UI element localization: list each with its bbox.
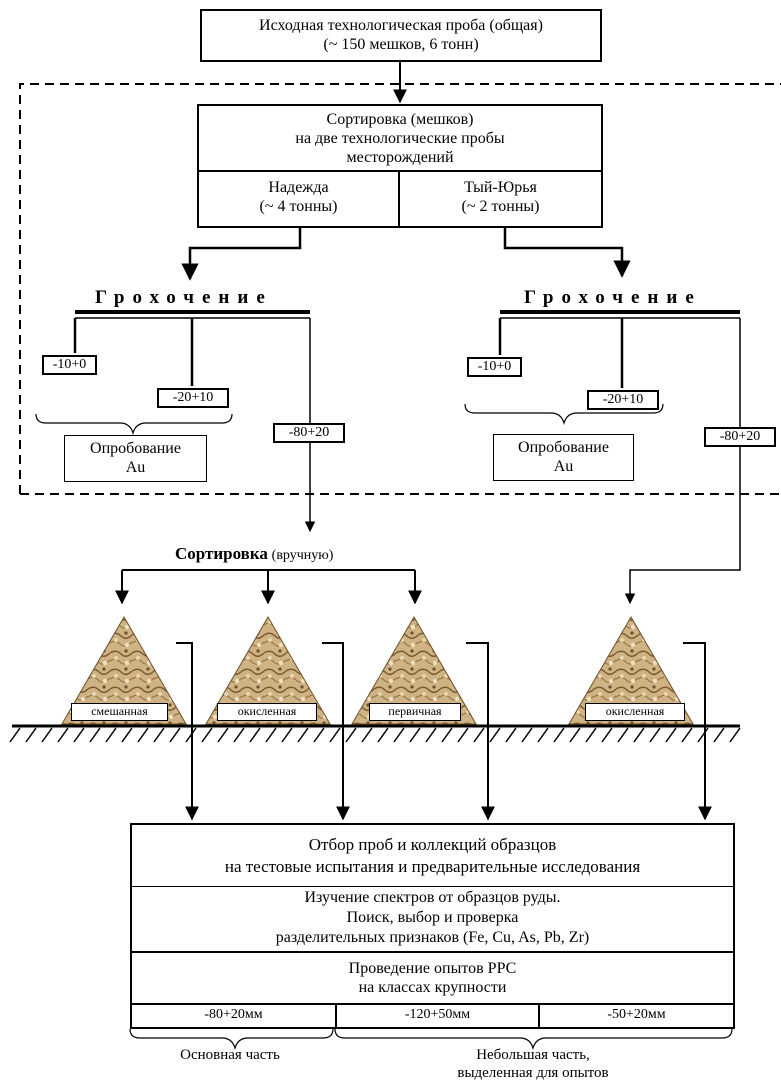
sorting-line3: месторождений [346, 149, 454, 166]
screening-heading-right: Грохочение [524, 287, 702, 308]
rrs-line2: на классах крупности [358, 979, 507, 996]
manual-sorting-bold: Сортировка [175, 544, 268, 563]
pile-label-oxidized-2: окисленная [585, 703, 685, 721]
small-part-line1: Небольшая часть, [476, 1047, 590, 1063]
sampling-collection-section: Отбор проб и коллекций образцов на тесто… [132, 825, 733, 887]
fraction-80-20-right: -80+20 [704, 427, 776, 447]
sorting-header: Сортировка (мешков) на две технологическ… [199, 106, 601, 172]
sorting-line2: на две технологические пробы [295, 130, 505, 147]
spectra-line3: разделительных признаков (Fe, Cu, As, Pb… [275, 929, 590, 946]
size-class-120-50: -120+50мм [337, 1005, 540, 1027]
initial-sample-title: Исходная технологическая проба (общая) [259, 17, 543, 34]
manual-sorting-label: Сортировка (вручную) [175, 545, 333, 565]
initial-sample-mass: (~ 150 мешков, 6 тонн) [323, 36, 479, 53]
size-class-50-20: -50+20мм [607, 1007, 666, 1022]
deposit-mass: (~ 4 тонны) [259, 198, 338, 215]
sorting-title: Сортировка (мешков) [326, 111, 474, 128]
deposit-tyy-yurya: Тый-Юрья (~ 2 тонны) [400, 172, 601, 226]
spectra-line2: Поиск, выбор и проверка [346, 909, 519, 926]
sampling-element: Au [553, 458, 574, 475]
small-part-line2: выделенная для опытов [457, 1065, 609, 1081]
size-class-80-20: -80+20мм [132, 1005, 337, 1027]
fraction-10-0-right: -10+0 [467, 357, 522, 377]
small-part-label: Небольшая часть, выделенная для опытов [433, 1046, 633, 1082]
deposit-name: Тый-Юрья [464, 179, 537, 196]
fraction-80-20-left: -80+20 [273, 423, 345, 443]
fraction-10-0-left: -10+0 [42, 355, 97, 375]
manual-sorting-note: (вручную) [271, 548, 334, 563]
sampling-au-left: Опробование Au [64, 435, 207, 482]
pile-label-primary: первичная [369, 703, 461, 721]
fraction-20-10-left: -20+10 [157, 388, 229, 408]
initial-sample-box: Исходная технологическая проба (общая) (… [200, 9, 602, 62]
main-part-label: Основная часть [180, 1047, 280, 1063]
rrs-experiments-section: Проведение опытов РРС на классах крупнос… [132, 953, 733, 1005]
sorting-box: Сортировка (мешков) на две технологическ… [197, 104, 603, 228]
sampling-collection-line2: на тестовые испытания и предварительные … [224, 857, 641, 876]
deposit-nadezhda: Надежда (~ 4 тонны) [199, 172, 400, 226]
spectra-study-section: Изучение спектров от образцов руды. Поис… [132, 887, 733, 953]
pile-label-oxidized: окисленная [217, 703, 317, 721]
pile-label-mixed: смешанная [71, 703, 168, 721]
screening-heading-left: Грохочение [95, 287, 273, 308]
sampling-label: Опробование [518, 439, 609, 456]
sampling-au-right: Опробование Au [493, 434, 634, 481]
research-box: Отбор проб и коллекций образцов на тесто… [130, 823, 735, 1029]
deposit-name: Надежда [268, 179, 329, 196]
deposit-mass: (~ 2 тонны) [461, 198, 540, 215]
fraction-20-10-right: -20+10 [587, 390, 659, 410]
sampling-collection-line1: Отбор проб и коллекций образцов [308, 835, 557, 854]
sampling-element: Au [125, 459, 146, 476]
spectra-line1: Изучение спектров от образцов руды. [304, 889, 561, 906]
rrs-line1: Проведение опытов РРС [348, 960, 517, 977]
sampling-label: Опробование [90, 440, 181, 457]
